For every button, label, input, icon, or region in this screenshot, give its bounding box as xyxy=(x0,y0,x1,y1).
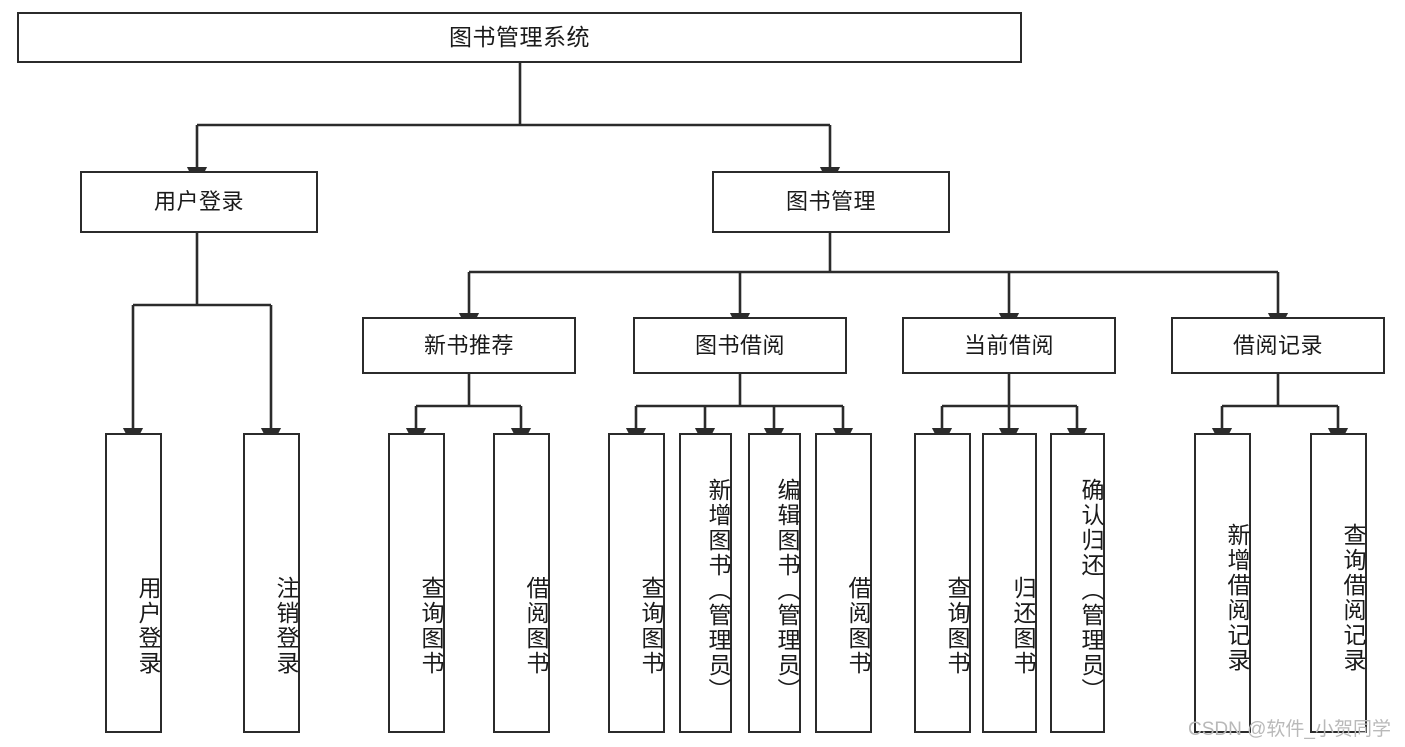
leaf-borrow-book-2[interactable]: 借阅图书 xyxy=(815,433,872,733)
node-borrow-record[interactable]: 借阅记录 xyxy=(1171,317,1385,374)
node-book-manage[interactable]: 图书管理 xyxy=(712,171,950,233)
leaf-query-book-2[interactable]: 查询图书 xyxy=(608,433,665,733)
leaf-return-book[interactable]: 归还图书 xyxy=(982,433,1037,733)
node-root[interactable]: 图书管理系统 xyxy=(17,12,1022,63)
node-user-login[interactable]: 用户登录 xyxy=(80,171,318,233)
leaf-confirm-return[interactable]: 确认归还（管理员） xyxy=(1050,433,1105,733)
node-book-borrow[interactable]: 图书借阅 xyxy=(633,317,847,374)
leaf-query-book-3[interactable]: 查询图书 xyxy=(914,433,971,733)
leaf-user-login[interactable]: 用户登录 xyxy=(105,433,162,733)
leaf-borrow-book-1[interactable]: 借阅图书 xyxy=(493,433,550,733)
leaf-query-book-1[interactable]: 查询图书 xyxy=(388,433,445,733)
node-new-book-recommend[interactable]: 新书推荐 xyxy=(362,317,576,374)
node-current-borrow[interactable]: 当前借阅 xyxy=(902,317,1116,374)
leaf-query-record[interactable]: 查询借阅记录 xyxy=(1310,433,1367,733)
leaf-logout[interactable]: 注销登录 xyxy=(243,433,300,733)
leaf-edit-book[interactable]: 编辑图书（管理员） xyxy=(748,433,801,733)
leaf-add-record[interactable]: 新增借阅记录 xyxy=(1194,433,1251,733)
leaf-add-book[interactable]: 新增图书（管理员） xyxy=(679,433,732,733)
